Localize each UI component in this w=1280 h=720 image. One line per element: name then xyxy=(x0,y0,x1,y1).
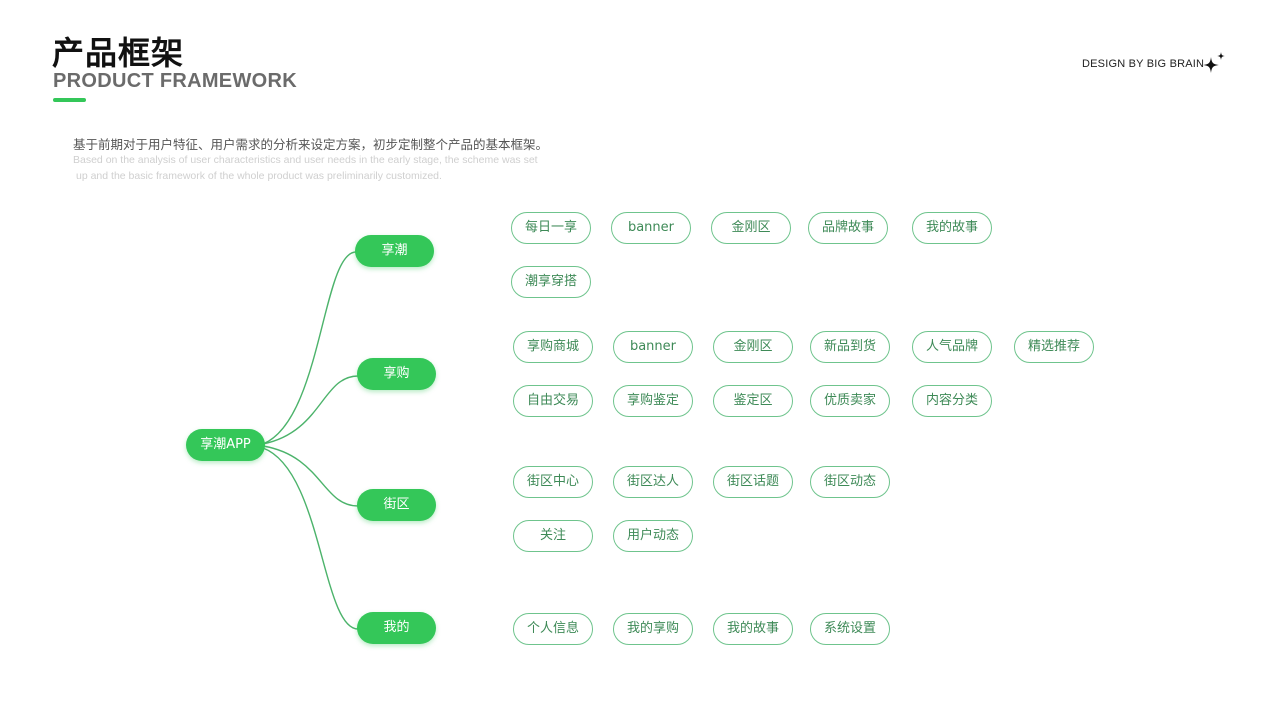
leaf-item[interactable]: 系统设置 xyxy=(810,613,890,645)
leaf-item[interactable]: banner xyxy=(613,331,693,363)
leaf-item[interactable]: 享购商城 xyxy=(513,331,593,363)
credit-text: DESIGN BY BIG BRAIN xyxy=(1082,58,1205,70)
leaf-item[interactable]: 自由交易 xyxy=(513,385,593,417)
leaf-item[interactable]: 金刚区 xyxy=(713,331,793,363)
leaf-item[interactable]: 我的故事 xyxy=(713,613,793,645)
page-title: 产品框架 xyxy=(52,34,185,72)
description-en-line-2: up and the basic framework of the whole … xyxy=(76,170,442,182)
page-subtitle: PRODUCT FRAMEWORK xyxy=(53,70,297,92)
connector-branch-3 xyxy=(262,445,359,507)
leaf-item[interactable]: banner xyxy=(611,212,691,244)
leaf-item[interactable]: 人气品牌 xyxy=(912,331,992,363)
leaf-item[interactable]: 街区中心 xyxy=(513,466,593,498)
leaf-item[interactable]: 鉴定区 xyxy=(713,385,793,417)
leaf-item[interactable]: 个人信息 xyxy=(513,613,593,645)
title-accent-bar xyxy=(53,98,86,102)
root-node[interactable]: 享潮APP xyxy=(186,429,265,461)
description-en-line-1: Based on the analysis of user characteri… xyxy=(73,154,538,166)
leaf-item[interactable]: 品牌故事 xyxy=(808,212,888,244)
leaf-item[interactable]: 我的享购 xyxy=(613,613,693,645)
branch-node-xiangchao[interactable]: 享潮 xyxy=(355,235,434,267)
branch-node-xianggou[interactable]: 享购 xyxy=(357,358,436,390)
leaf-item[interactable]: 新品到货 xyxy=(810,331,890,363)
sparkle-icon xyxy=(1203,52,1225,73)
leaf-item[interactable]: 每日一享 xyxy=(511,212,591,244)
connector-branch-1 xyxy=(262,251,357,445)
leaf-item[interactable]: 街区话题 xyxy=(713,466,793,498)
leaf-item[interactable]: 精选推荐 xyxy=(1014,331,1094,363)
leaf-item[interactable]: 优质卖家 xyxy=(810,385,890,417)
leaf-item[interactable]: 内容分类 xyxy=(912,385,992,417)
description-cn: 基于前期对于用户特征、用户需求的分析来设定方案，初步定制整个产品的基本框架。 xyxy=(73,137,549,152)
branch-node-jiequ[interactable]: 街区 xyxy=(357,489,436,521)
connector-branch-4 xyxy=(262,447,359,630)
leaf-item[interactable]: 街区达人 xyxy=(613,466,693,498)
leaf-item[interactable]: 金刚区 xyxy=(711,212,791,244)
leaf-item[interactable]: 关注 xyxy=(513,520,593,552)
leaf-item[interactable]: 潮享穿搭 xyxy=(511,266,591,298)
leaf-item[interactable]: 我的故事 xyxy=(912,212,992,244)
connector-branch-2 xyxy=(262,375,359,445)
leaf-item[interactable]: 街区动态 xyxy=(810,466,890,498)
branch-node-wode[interactable]: 我的 xyxy=(357,612,436,644)
description-en: Based on the analysis of user characteri… xyxy=(73,152,583,184)
leaf-item[interactable]: 用户动态 xyxy=(613,520,693,552)
leaf-item[interactable]: 享购鉴定 xyxy=(613,385,693,417)
